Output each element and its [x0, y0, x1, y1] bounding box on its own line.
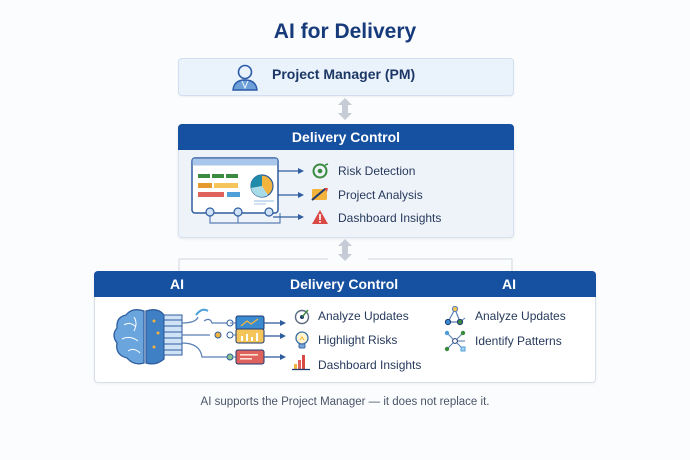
project-manager-label: Project Manager (PM) [272, 66, 416, 82]
delivery-control-title: Delivery Control [291, 129, 401, 145]
lightbulb-icon [295, 331, 309, 349]
ai-header-right-label: AI [502, 276, 516, 292]
radar-icon [294, 309, 310, 325]
network-triangle-icon [444, 306, 466, 326]
warning-icon [312, 210, 328, 224]
connector-bracket [178, 239, 513, 271]
pencil-chart-icon [311, 188, 328, 201]
ai-right-item-analyze-updates: Analyze Updates [475, 309, 566, 323]
bidirectional-arrow-icon [338, 239, 352, 261]
delivery-control-header [178, 124, 514, 150]
page-title: AI for Delivery [273, 20, 417, 43]
ai-left-item-analyze-updates: Analyze Updates [318, 309, 409, 323]
ai-header-left-label: AI [170, 276, 184, 292]
person-icon [232, 64, 258, 91]
delivery-item-risk-detection: Risk Detection [338, 164, 416, 178]
ai-header-center-label: Delivery Control [290, 276, 399, 292]
brain-circuit-illustration-icon [113, 308, 286, 365]
bidirectional-arrow-icon [338, 98, 352, 120]
target-icon [312, 163, 329, 179]
dashboard-illustration-icon [191, 157, 304, 224]
ai-right-item-identify-patterns: Identify Patterns [475, 334, 562, 348]
ai-left-item-highlight-risks: Highlight Risks [318, 333, 398, 347]
delivery-item-dashboard-insights: Dashboard Insights [338, 211, 442, 225]
pattern-nodes-icon [444, 330, 466, 352]
delivery-item-project-analysis: Project Analysis [338, 188, 423, 202]
ai-delivery-header [94, 271, 596, 297]
ai-left-item-dashboard-insights: Dashboard Insights [318, 358, 422, 372]
bar-chart-icon [292, 355, 310, 371]
footnote: AI supports the Project Manager — it doe… [200, 396, 490, 408]
